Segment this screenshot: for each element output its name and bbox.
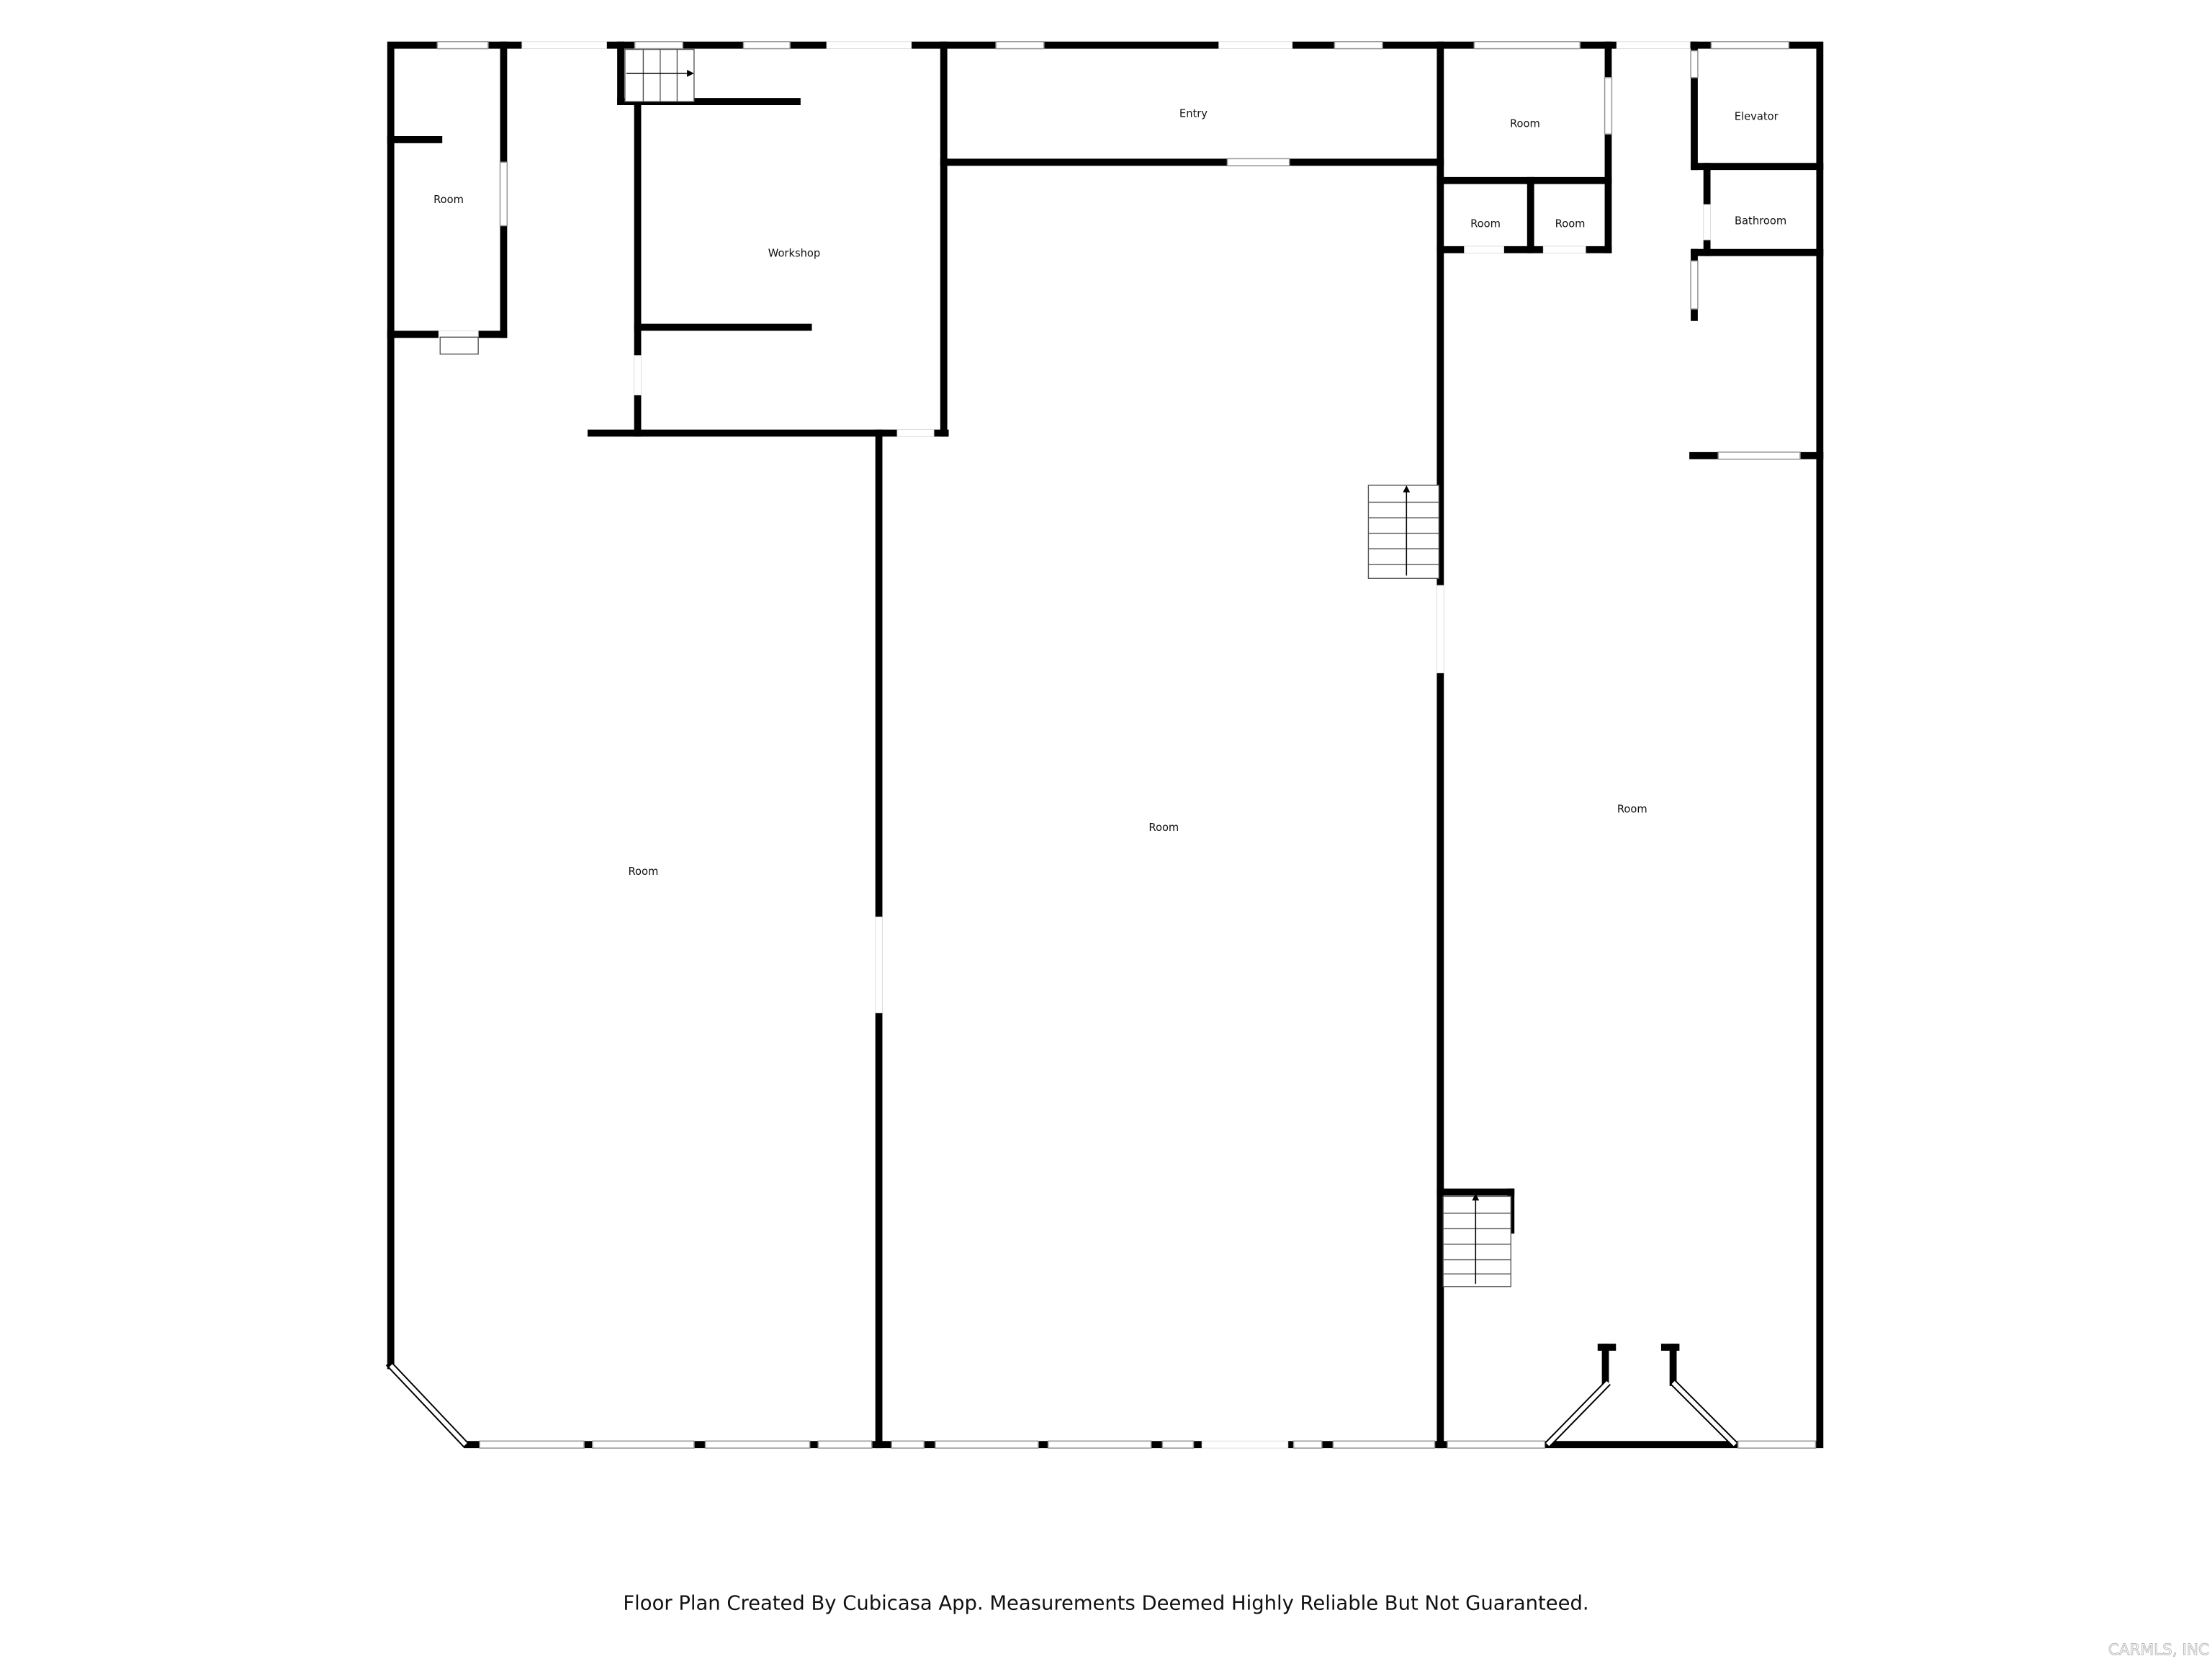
room-label-entry: Entry (1179, 108, 1208, 120)
arrow-icon (1403, 485, 1411, 493)
room-label: Room (1148, 822, 1179, 834)
room-label: Room (1470, 218, 1501, 230)
stair-lower-right (1442, 1193, 1511, 1287)
room-label: Room (628, 866, 658, 878)
walls (385, 41, 1824, 1449)
room-label: Room (1555, 218, 1586, 230)
stair-top-left (624, 48, 695, 102)
room-label: Room (433, 194, 464, 206)
room-label-bathroom: Bathroom (1735, 215, 1786, 228)
room-label-elevator: Elevator (1735, 111, 1779, 123)
arrow-icon (1472, 1193, 1480, 1201)
watermark: CARMLS, INC (2108, 1641, 2209, 1659)
stairs (624, 48, 1511, 1287)
room-labels: Room Workshop Entry Room Elevator Room R… (433, 108, 1786, 878)
room-label: Room (1510, 117, 1540, 130)
stair-center (1367, 485, 1440, 579)
arrow-icon (687, 69, 694, 77)
windows-and-openings (389, 41, 1817, 1449)
room-label-workshop: Workshop (768, 248, 820, 260)
room-label: Room (1617, 804, 1647, 816)
footer-disclaimer: Floor Plan Created By Cubicasa App. Meas… (623, 1592, 1588, 1614)
